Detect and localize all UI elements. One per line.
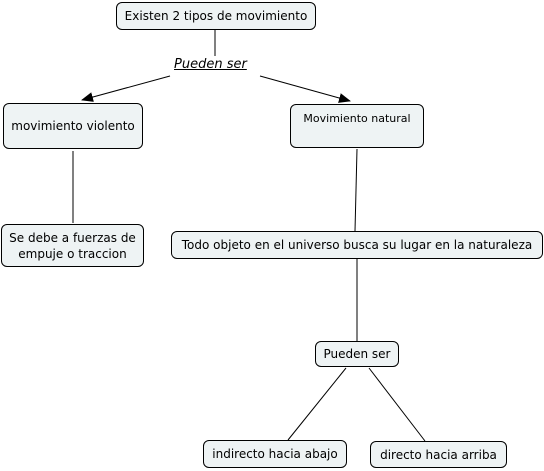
node-root[interactable]: Existen 2 tipos de movimiento (116, 2, 316, 30)
node-directo-hacia-arriba[interactable]: directo hacia arriba (370, 441, 507, 468)
arrow-to-natural (259, 75, 351, 103)
arrow-to-violento (81, 75, 171, 102)
node-movimiento-natural[interactable]: Movimiento natural (290, 104, 424, 148)
link-phrase-pueden-ser: Pueden ser (172, 57, 249, 72)
node-pueden-ser[interactable]: Pueden ser (315, 341, 399, 367)
connector-pueden-ser-to-indirecto (287, 367, 347, 441)
connector-natural-to-universo (354, 148, 358, 232)
node-indirecto-hacia-abajo[interactable]: indirecto hacia abajo (203, 440, 347, 468)
node-fuerzas[interactable]: Se debe a fuerzas de empuje o traccion (1, 224, 144, 267)
node-universo[interactable]: Todo objeto en el universo busca su luga… (171, 231, 543, 259)
connector-pueden-ser-to-directo (368, 367, 426, 442)
node-movimiento-violento[interactable]: movimiento violento (3, 103, 143, 149)
